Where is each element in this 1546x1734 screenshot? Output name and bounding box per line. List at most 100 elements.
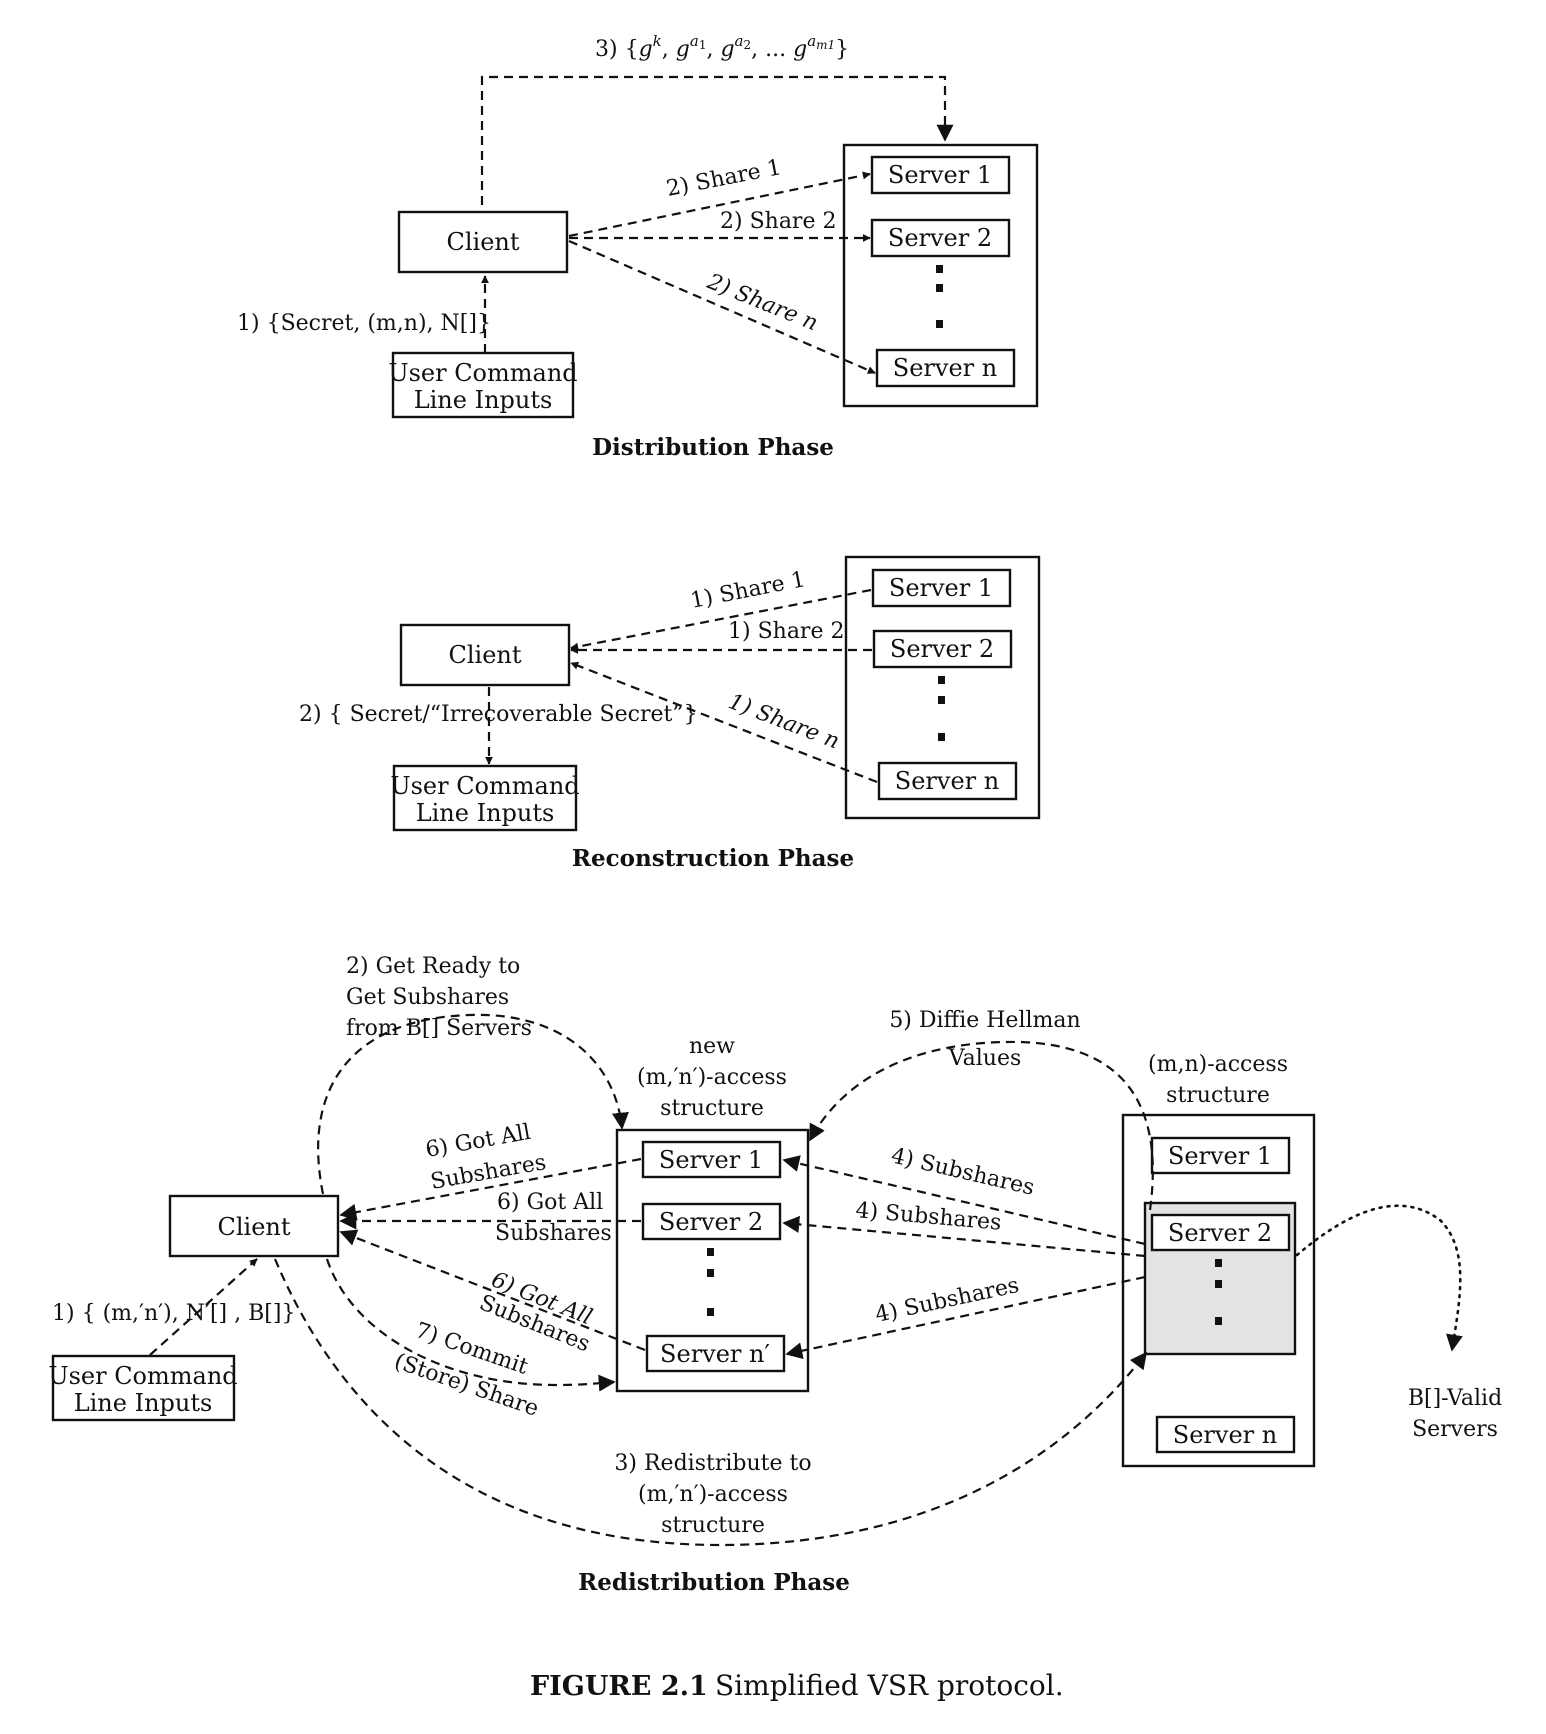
rec-client-box: [399, 623, 571, 687]
redist-new-server-2-box: [641, 1202, 782, 1241]
rec-vdot-1: [938, 676, 945, 684]
redist-old-server-1-label: Server 1: [1168, 1142, 1272, 1170]
redist-old-server-2-label: Server 2: [1168, 1219, 1272, 1247]
redist-subshares-n-arrow: [785, 1275, 1146, 1360]
redist-client-box: [168, 1194, 340, 1258]
rec-step2-label: 2) { Secret/“Irrecoverable Secret”}: [299, 702, 698, 727]
redist-old-structure-line1: (m,n)-access: [1148, 1052, 1288, 1077]
redist-step5-line1: 5) Diffie Hellman: [889, 1008, 1080, 1033]
redist-new-structure-line1: new: [689, 1034, 735, 1059]
redist-step2-arrow: [317, 1013, 629, 1195]
dist-vdot-2: [936, 284, 943, 292]
redist-valid-servers-line1: B[]-Valid: [1408, 1386, 1502, 1411]
dist-step3-label: 3) {gk, ga1, ga2, ... gam1}: [595, 32, 849, 62]
redist-gotall-2-line1: 6) Got All: [497, 1190, 603, 1215]
reconstruction-phase: Client User Command Line Inputs 2) { Sec…: [299, 555, 1041, 872]
redist-new-server-n-box: [645, 1334, 786, 1373]
dist-sharen-arrow: [568, 239, 876, 375]
rec-client-label: Client: [448, 641, 521, 669]
redist-valid-servers-arrow: [1295, 1204, 1463, 1352]
dist-server-1-label: Server 1: [888, 161, 992, 189]
dist-sharen-label: 2) Share n: [703, 269, 821, 336]
dist-phase-title: Distribution Phase: [592, 434, 834, 461]
redist-old-server-1-box: [1150, 1136, 1291, 1175]
redist-user-input-box: [51, 1354, 236, 1422]
rec-share1-arrow: [570, 588, 872, 651]
redist-valid-servers-line2: Servers: [1412, 1417, 1498, 1442]
redist-new-structure-line2: (m,′n′)-access: [637, 1065, 787, 1090]
redist-new-server-1-label: Server 1: [659, 1146, 763, 1174]
dist-server-n-box: [875, 348, 1016, 388]
redist-step1-label: 1) { (m,′n′), N′[] , B[]}: [52, 1301, 295, 1326]
rec-server-n-box: [877, 761, 1018, 801]
dist-step3-arrow: [480, 75, 954, 205]
rec-vdot-2: [938, 696, 945, 704]
redist-new-server-1-box: [641, 1140, 782, 1179]
dist-share1-arrow: [568, 171, 871, 238]
dist-step1-label: 1) {Secret, (m,n), N[]}: [237, 311, 491, 336]
redist-new-vdot-3: [707, 1308, 714, 1316]
rec-vdot-3: [938, 733, 945, 741]
caption-text: Simplified VSR protocol.: [715, 1669, 1064, 1702]
dist-user-input-line1: User Command: [388, 359, 577, 387]
redist-step2-line3: from B[] Servers: [346, 1016, 532, 1041]
redist-subshares-1-arrow: [782, 1155, 1146, 1246]
dist-server-1-box: [870, 155, 1011, 195]
redist-old-server-n-label: Server n: [1173, 1421, 1277, 1449]
redist-subshares-1-label: 4) Subshares: [889, 1143, 1037, 1200]
redist-new-vdot-1: [707, 1248, 714, 1256]
redist-new-server-2-label: Server 2: [659, 1208, 763, 1236]
redist-subshares-2-arrow: [782, 1215, 1146, 1258]
redist-user-input-line2: Line Inputs: [74, 1389, 213, 1417]
caption-number: FIGURE 2.1: [530, 1671, 708, 1702]
redist-step3-line2: (m,′n′)-access: [638, 1482, 788, 1507]
redist-old-vdot-1: [1215, 1259, 1222, 1267]
rec-server-2-label: Server 2: [890, 635, 994, 663]
redist-step2-line2: Get Subshares: [346, 985, 509, 1010]
redist-step2-line1: 2) Get Ready to: [346, 954, 520, 979]
redistribution-phase: Client User Command Line Inputs 1) { (m,…: [48, 954, 1502, 1596]
figure-caption: FIGURE 2.1 Simplified VSR protocol.: [530, 1669, 1064, 1702]
redist-step7-arrow: [325, 1258, 616, 1392]
redist-new-structure-line3: structure: [660, 1096, 764, 1121]
dist-client-label: Client: [446, 228, 519, 256]
dist-vdot-3: [936, 320, 943, 328]
dist-server-2-box: [870, 218, 1011, 258]
redist-step3-arrow: [273, 1258, 1148, 1547]
redist-client-label: Client: [217, 1213, 290, 1241]
redist-step5-arrow: [809, 1040, 1154, 1211]
rec-server-n-label: Server n: [895, 767, 999, 795]
rec-phase-title: Reconstruction Phase: [572, 845, 854, 872]
dist-user-input-line2: Line Inputs: [414, 386, 553, 414]
dist-user-input-box: [391, 351, 575, 419]
rec-server-1-label: Server 1: [889, 574, 993, 602]
redist-phase-title: Redistribution Phase: [578, 1569, 850, 1596]
dist-vdot-1: [936, 265, 943, 273]
dist-client-box: [397, 210, 569, 274]
rec-user-input-box: [392, 764, 578, 832]
redist-new-server-n-label: Server n′: [660, 1340, 770, 1368]
redist-step5-line2: Values: [948, 1046, 1022, 1071]
rec-server-1-box: [871, 568, 1012, 608]
redist-old-server-n-box: [1155, 1415, 1296, 1454]
rec-share1-label: 1) Share 1: [688, 567, 807, 614]
redist-gotall-2-line2: Subshares: [495, 1221, 612, 1246]
redist-step1-arrow: [149, 1258, 258, 1356]
redist-subshares-2-label: 4) Subshares: [854, 1198, 1002, 1236]
redist-old-server-2-box: [1150, 1213, 1291, 1252]
redist-old-structure-line2: structure: [1166, 1083, 1270, 1108]
redist-gotall-n-arrow: [339, 1229, 646, 1352]
rec-share2-label: 1) Share 2: [728, 619, 844, 644]
redist-old-vdot-3: [1215, 1317, 1222, 1325]
redist-step3-line1: 3) Redistribute to: [614, 1451, 811, 1476]
redist-user-input-line1: User Command: [48, 1362, 237, 1390]
rec-sharen-label: 1) Share n: [725, 689, 843, 754]
distribution-phase: 3) {gk, ga1, ga2, ... gam1} Client User …: [237, 32, 1039, 461]
redist-gotall-1-arrow: [339, 1157, 642, 1221]
rec-sharen-arrow: [570, 661, 878, 784]
dist-share2-label: 2) Share 2: [720, 209, 836, 234]
redist-new-vdot-2: [707, 1269, 714, 1277]
redist-old-vdot-2: [1215, 1280, 1222, 1288]
